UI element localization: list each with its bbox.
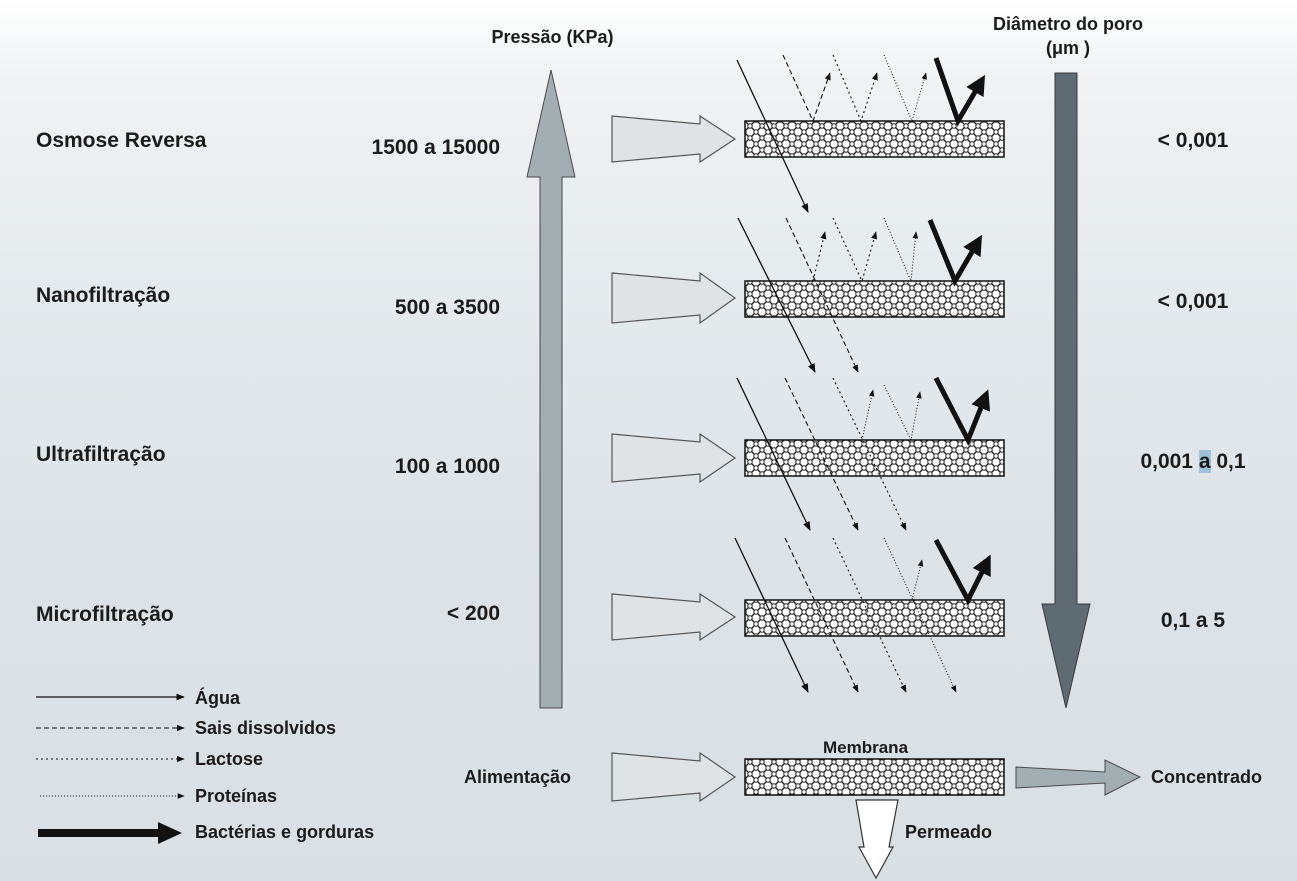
feed-arrows [611, 114, 737, 803]
nf-flows [737, 217, 983, 373]
concentrate-label: Concentrado [1151, 767, 1263, 787]
pore-reverse-osmosis: < 0,001 [1157, 129, 1229, 152]
legend-label-salts: Sais dissolvidos [195, 718, 337, 738]
pressure-microfiltration: < 200 [446, 602, 500, 625]
pore-ultrafiltration-sep: a [1198, 450, 1211, 473]
feed-arrow-nf [611, 271, 737, 325]
pressure-ultrafiltration: 100 a 1000 [394, 455, 500, 478]
membrane-nf [744, 280, 1005, 318]
process-reverse-osmosis: Osmose Reversa [36, 129, 207, 152]
pore-decrease-arrow [1041, 72, 1091, 709]
pressure-title: Pressão (KPa) [491, 27, 614, 47]
permeate-arrow [855, 799, 899, 880]
feed-arrow-uf [611, 432, 737, 484]
legend-lines [36, 693, 185, 844]
concentrate-arrow [1015, 759, 1142, 796]
legend-line-bacteria [38, 822, 182, 844]
pore-ultrafiltration-to: 0,1 [1210, 450, 1246, 473]
legend-label-water: Água [195, 688, 240, 708]
process-ultrafiltration: Ultrafiltração [36, 443, 166, 466]
pressure-nanofiltration: 500 a 3500 [394, 296, 500, 319]
pore-ultrafiltration: 0,001 a 0,1 [1093, 450, 1293, 474]
process-nanofiltration: Nanofiltração [36, 284, 171, 307]
legend-label-bacteria: Bactérias e gorduras [195, 822, 375, 842]
pore-diameter-unit: (μm ) [1045, 38, 1090, 58]
membranes [744, 120, 1005, 796]
pore-diameter-title: Diâmetro do poro [992, 14, 1143, 34]
pore-nanofiltration: < 0,001 [1157, 290, 1229, 313]
feed-arrow-mf [611, 592, 737, 642]
uf-flows [736, 376, 991, 531]
legend-label-lactose: Lactose [195, 749, 264, 769]
membrane-label: Membrana [823, 738, 909, 757]
pore-ultrafiltration-from: 0,001 [1140, 450, 1199, 473]
feed-arrow-ro [611, 114, 737, 164]
feed-label: Alimentação [464, 767, 572, 787]
legend-label-proteins: Proteínas [195, 786, 278, 806]
process-microfiltration: Microfiltração [36, 603, 174, 626]
mf-flows [734, 537, 991, 693]
membrane-mf [744, 599, 1005, 637]
membrane-uf [744, 439, 1005, 477]
ro-flows [736, 54, 986, 213]
permeate-label: Permeado [905, 822, 993, 842]
pressure-reverse-osmosis: 1500 a 15000 [371, 136, 500, 159]
membrane-ro [744, 120, 1005, 158]
membrane-schematic [744, 758, 1005, 796]
feed-arrow-legend [611, 751, 737, 803]
pore-microfiltration: 0,1 a 5 [1160, 609, 1226, 632]
pressure-increase-arrow [526, 69, 576, 709]
